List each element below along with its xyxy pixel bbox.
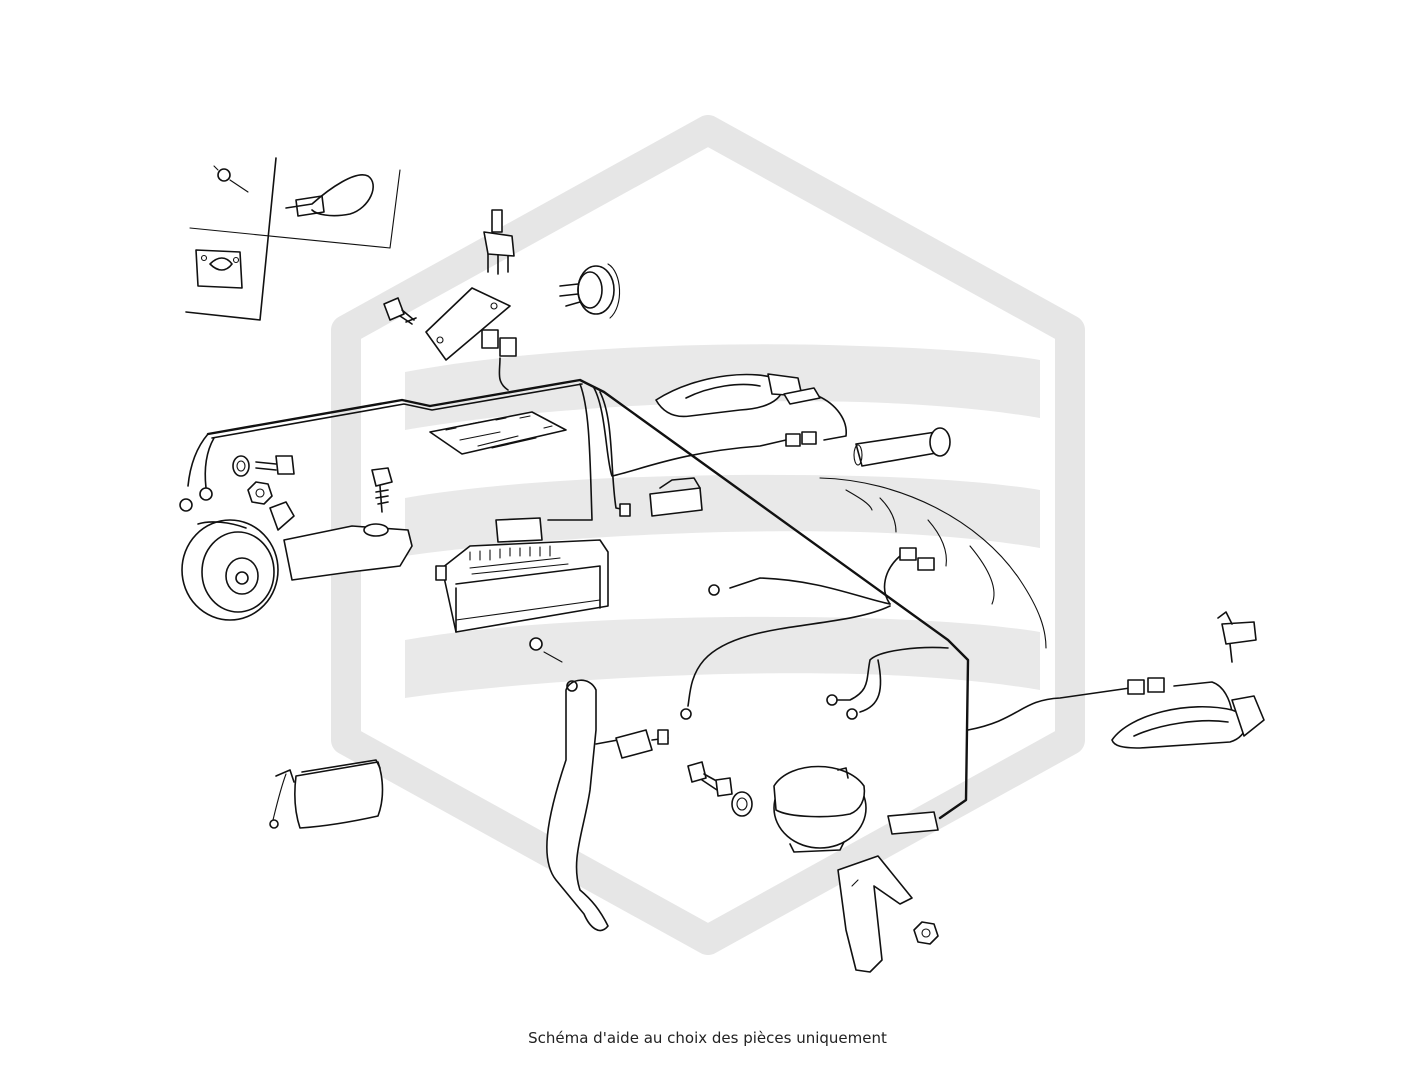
- clip-pin-icon: [213, 165, 249, 193]
- clip-pin-icon: [529, 637, 563, 663]
- washer-icon: [232, 455, 250, 477]
- harness-connectors: [680, 547, 935, 720]
- tilt-sensor-icon: [619, 477, 703, 517]
- cable-tie-icon: [285, 174, 374, 217]
- push-switch-icon: [483, 209, 515, 275]
- bulb-socket-icon: [559, 263, 621, 319]
- horn-bolt-icon: [255, 455, 295, 475]
- inline-connector-icon: [615, 729, 669, 759]
- diagram-caption: Schéma d'aide au choix des pièces unique…: [528, 1029, 887, 1047]
- siren-icon: [773, 765, 867, 853]
- bottom-nut-icon: [913, 921, 939, 945]
- watermark-logo: [331, 115, 1085, 955]
- plug-connector-icon: [887, 811, 939, 835]
- bolt-icon: [383, 297, 417, 325]
- transmitter-icon: [269, 759, 384, 829]
- right-switch-icon: [1217, 611, 1257, 663]
- nut-icon: [247, 481, 273, 505]
- door-handle-icon: [655, 373, 821, 447]
- grip-icon: [853, 427, 951, 467]
- bracket-clip-icon: [195, 249, 243, 289]
- sensor-field-lines: [819, 477, 1047, 649]
- wiring-harness: [187, 378, 1233, 820]
- control-unit-icon: [435, 517, 609, 633]
- right-door-handle-icon: [1111, 677, 1265, 749]
- inset-panel: [185, 157, 401, 321]
- bottom-bracket-icon: [837, 855, 913, 973]
- siren-washer-icon: [731, 791, 753, 817]
- siren-bolt-icon: [687, 761, 733, 797]
- horn-bracket-icon: [283, 523, 413, 581]
- mounting-bracket-icon: [425, 287, 511, 361]
- relay-board-icon: [429, 411, 567, 455]
- connector-block-icon: [481, 329, 517, 391]
- horn-icon: [179, 487, 295, 621]
- self-tap-screw-icon: [371, 467, 393, 513]
